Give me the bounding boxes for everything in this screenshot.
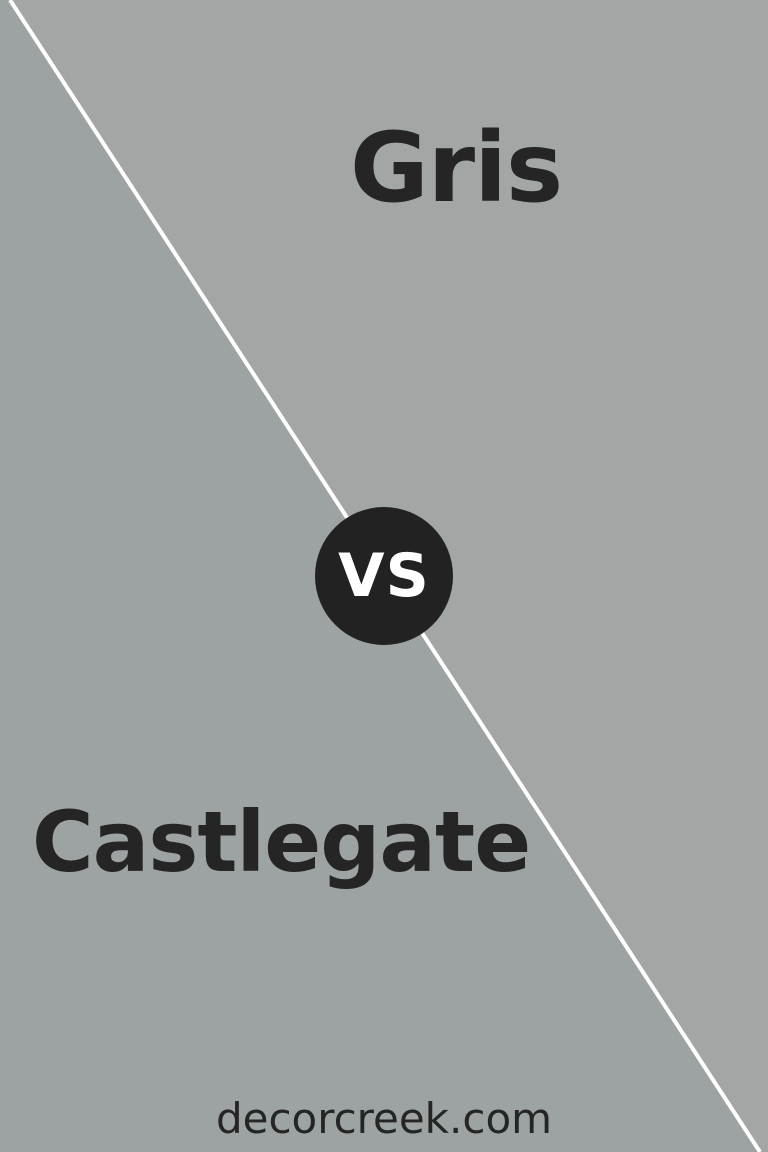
bottom-color-name: Castlegate xyxy=(32,793,531,891)
top-color-name: Gris xyxy=(350,112,563,224)
website-watermark: decorcreek.com xyxy=(215,1094,553,1143)
vs-badge: VS xyxy=(315,507,453,645)
vs-label: VS xyxy=(338,541,430,611)
